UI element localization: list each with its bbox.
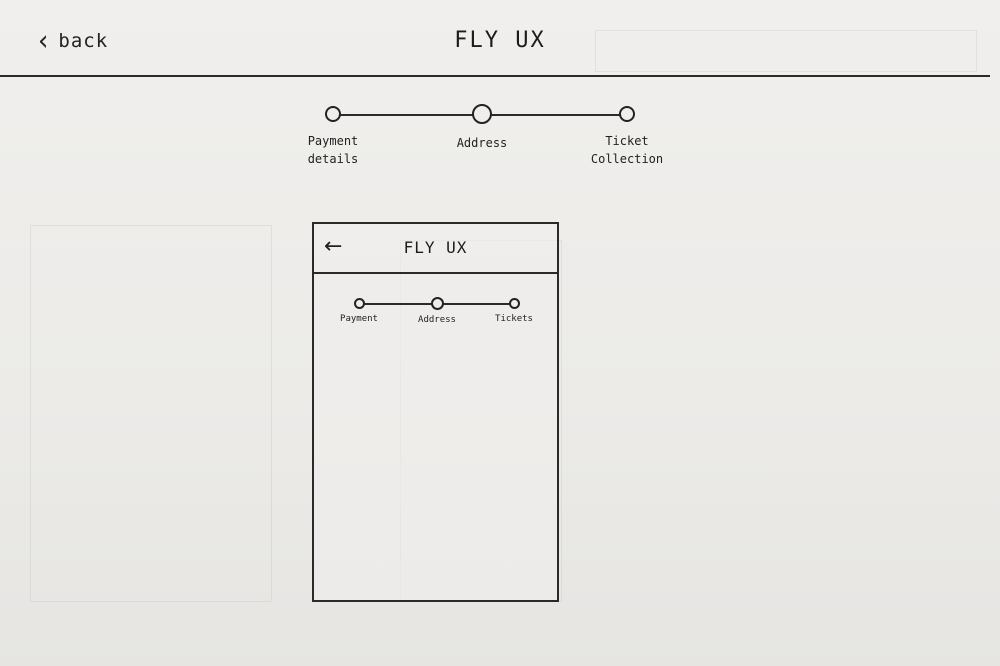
mobile-step-tickets[interactable]: Tickets (479, 294, 549, 324)
step-circle-icon (430, 297, 444, 310)
step-circle-icon (472, 104, 492, 124)
step-address[interactable]: Address (422, 100, 542, 152)
checkout-stepper: Payment details Address Ticket Collectio… (290, 100, 690, 180)
chevron-left-icon: ‹ (38, 24, 49, 58)
step-label: Payment details (307, 134, 359, 166)
step-circle-icon (353, 298, 365, 309)
step-label: Address (456, 136, 508, 150)
step-ticket-collection[interactable]: Ticket Collection (567, 100, 687, 168)
mobile-header: ← FLY UX (314, 224, 557, 274)
step-label: Ticket Collection (590, 134, 664, 166)
mobile-frame: ← FLY UX Payment Address Tickets (312, 222, 559, 602)
back-button[interactable]: ‹ back (38, 24, 109, 58)
mobile-step-address[interactable]: Address (402, 294, 472, 325)
step-payment-details[interactable]: Payment details (273, 100, 393, 168)
mobile-app-title: FLY UX (403, 238, 468, 257)
step-circle-icon (508, 298, 520, 309)
step-circle-icon (325, 106, 341, 122)
mobile-step-label: Tickets (495, 314, 533, 324)
mobile-step-payment[interactable]: Payment (324, 294, 394, 324)
arrow-left-icon[interactable]: ← (324, 234, 343, 259)
header-divider (0, 75, 990, 77)
mobile-step-label: Payment (340, 314, 378, 324)
back-label: back (58, 30, 109, 52)
ghost-frame (30, 225, 272, 602)
step-circle-icon (619, 106, 635, 122)
mobile-step-label: Address (418, 315, 456, 325)
app-title: FLY UX (454, 28, 546, 53)
mobile-checkout-stepper: Payment Address Tickets (324, 294, 549, 334)
